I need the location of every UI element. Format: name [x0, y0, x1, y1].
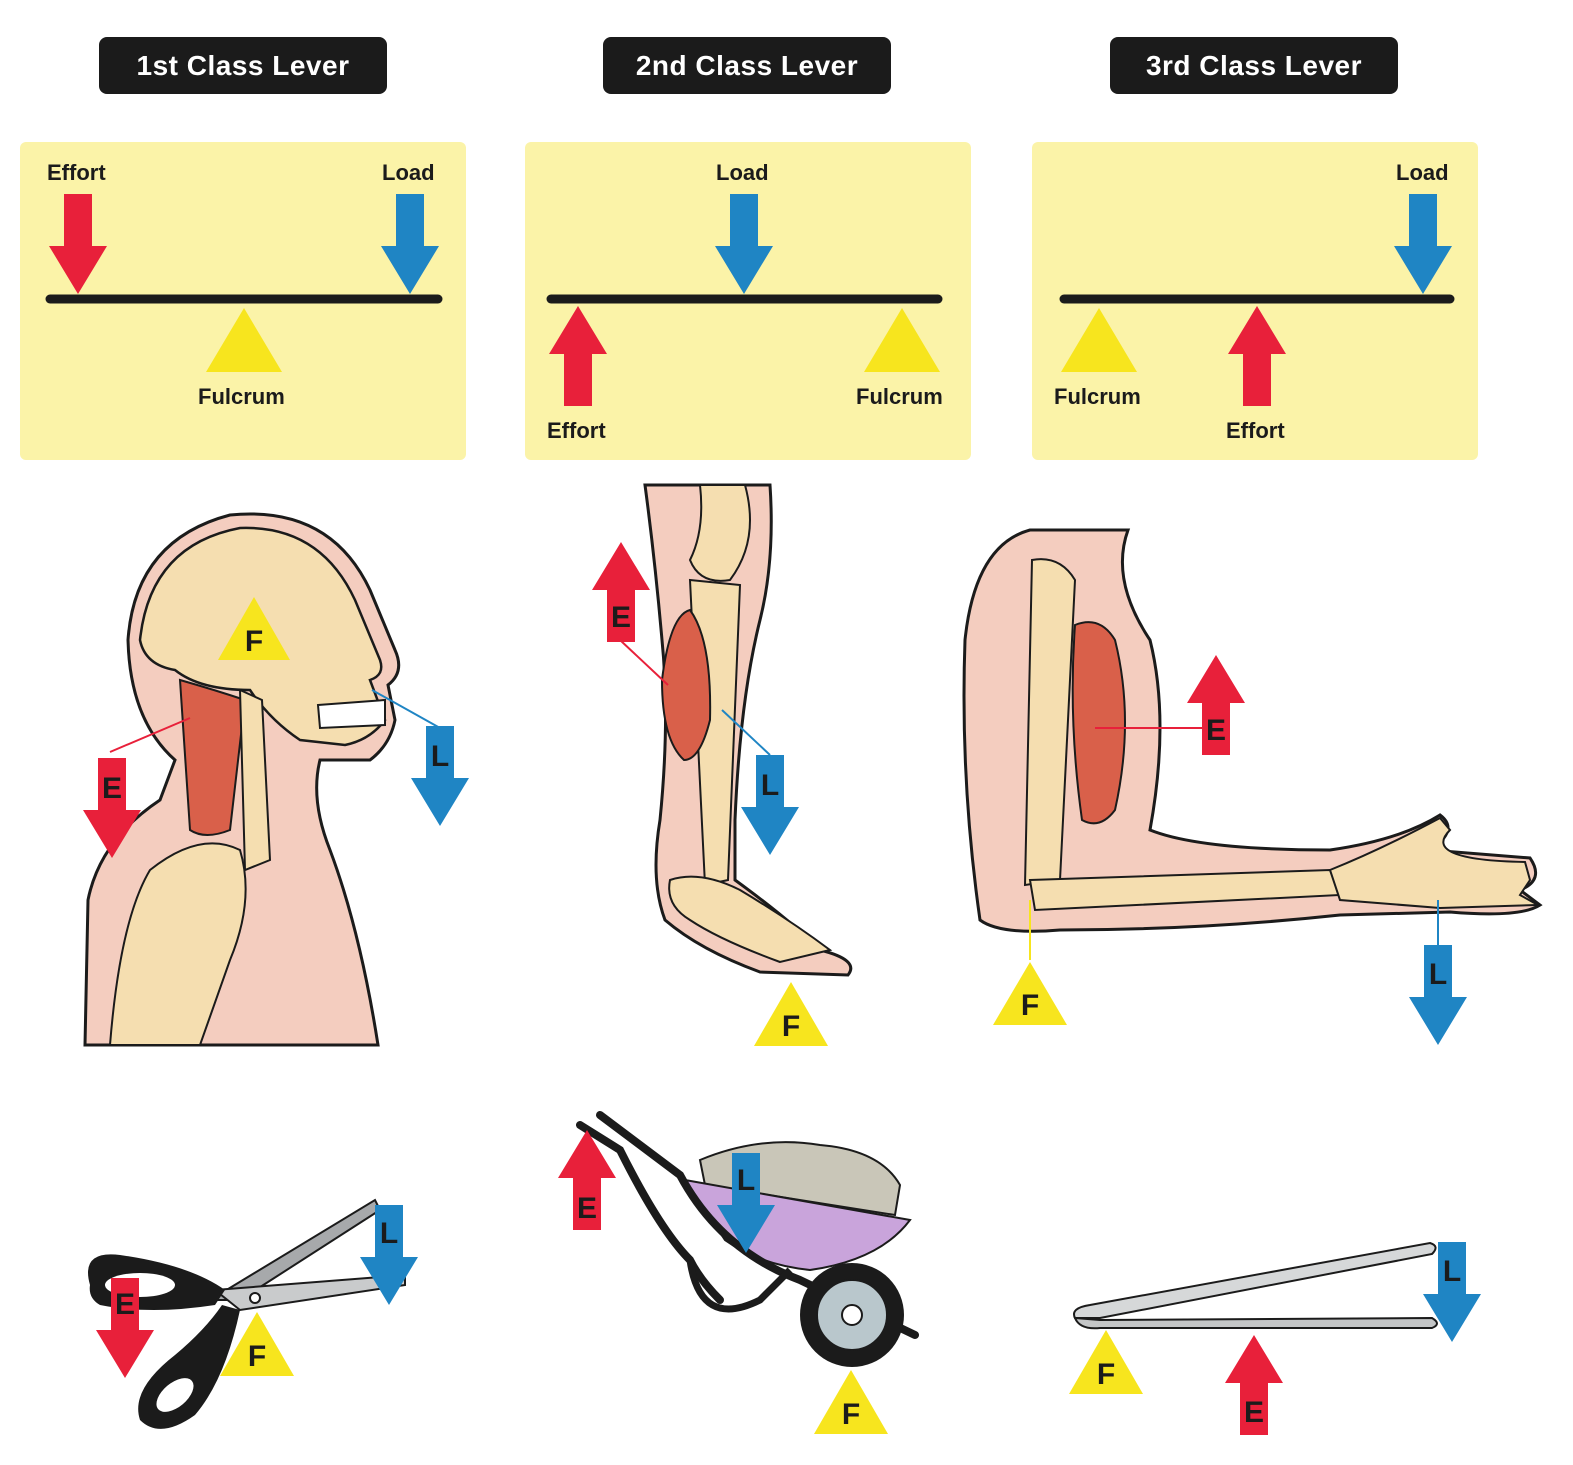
effort-arrow-1: [49, 194, 107, 294]
load-arrow-3: [1394, 194, 1452, 294]
label-effort-3: Effort: [1226, 418, 1285, 443]
label-load-1: Load: [382, 160, 435, 185]
label-effort-2: Effort: [547, 418, 606, 443]
load-letter-scissors: L: [380, 1217, 398, 1250]
load-letter-tweezers: L: [1443, 1255, 1461, 1288]
effort-arrow-2: [549, 306, 607, 406]
fulcrum-letter-arm: F: [1021, 989, 1039, 1022]
effort-letter-leg: E: [611, 601, 631, 634]
fulcrum-triangle-3: [1061, 308, 1137, 372]
title-1st-class-lever: 1st Class Lever: [99, 37, 387, 94]
label-load-3: Load: [1396, 160, 1449, 185]
effort-letter-tweezers: E: [1244, 1396, 1264, 1429]
effort-letter-head: E: [102, 772, 122, 805]
fulcrum-triangle-1: [206, 308, 282, 372]
lever-diagram-3: [1059, 194, 1455, 406]
effort-letter-arm: E: [1206, 714, 1226, 747]
title-2nd-class-lever: 2nd Class Lever: [603, 37, 891, 94]
fulcrum-letter-head: F: [245, 625, 263, 658]
fulcrum-triangle-2: [864, 308, 940, 372]
fulcrum-letter-scissors: F: [248, 1340, 266, 1373]
fulcrum-marker-tweezers: [1069, 1330, 1143, 1394]
leg-foot-icon: [619, 483, 853, 977]
fulcrum-letter-leg: F: [782, 1010, 800, 1043]
load-arrow-2: [715, 194, 773, 294]
fulcrum-letter-wheelbarrow: F: [842, 1398, 860, 1431]
load-letter-wheelbarrow: L: [737, 1164, 755, 1197]
effort-letter-wheelbarrow: E: [577, 1192, 597, 1225]
label-effort-1: Effort: [47, 160, 106, 185]
fulcrum-marker-arm: [993, 962, 1067, 1025]
fulcrum-marker-head: [218, 597, 290, 660]
scissors-icon: [88, 1198, 406, 1429]
title-3rd-class-lever: 3rd Class Lever: [1110, 37, 1398, 94]
label-load-2: Load: [716, 160, 769, 185]
arm-forearm-icon: [962, 528, 1543, 960]
lever-diagram-2: [546, 194, 943, 406]
effort-letter-scissors: E: [115, 1288, 135, 1321]
load-letter-leg: L: [761, 769, 779, 802]
label-fulcrum-3: Fulcrum: [1054, 384, 1141, 409]
fulcrum-marker-leg: [754, 982, 828, 1046]
label-fulcrum-2: Fulcrum: [856, 384, 943, 409]
label-fulcrum-1: Fulcrum: [198, 384, 285, 409]
head-neck-icon: [83, 512, 441, 1047]
tweezers-icon: [1073, 1241, 1438, 1330]
fulcrum-letter-tweezers: F: [1097, 1358, 1115, 1391]
load-letter-arm: L: [1429, 958, 1447, 991]
load-letter-head: L: [431, 740, 449, 773]
fulcrum-marker-wheelbarrow: [814, 1370, 888, 1434]
effort-arrow-3: [1228, 306, 1286, 406]
lever-diagram-1: [45, 194, 443, 372]
load-arrow-1: [381, 194, 439, 294]
fulcrum-marker-scissors: [220, 1312, 294, 1376]
